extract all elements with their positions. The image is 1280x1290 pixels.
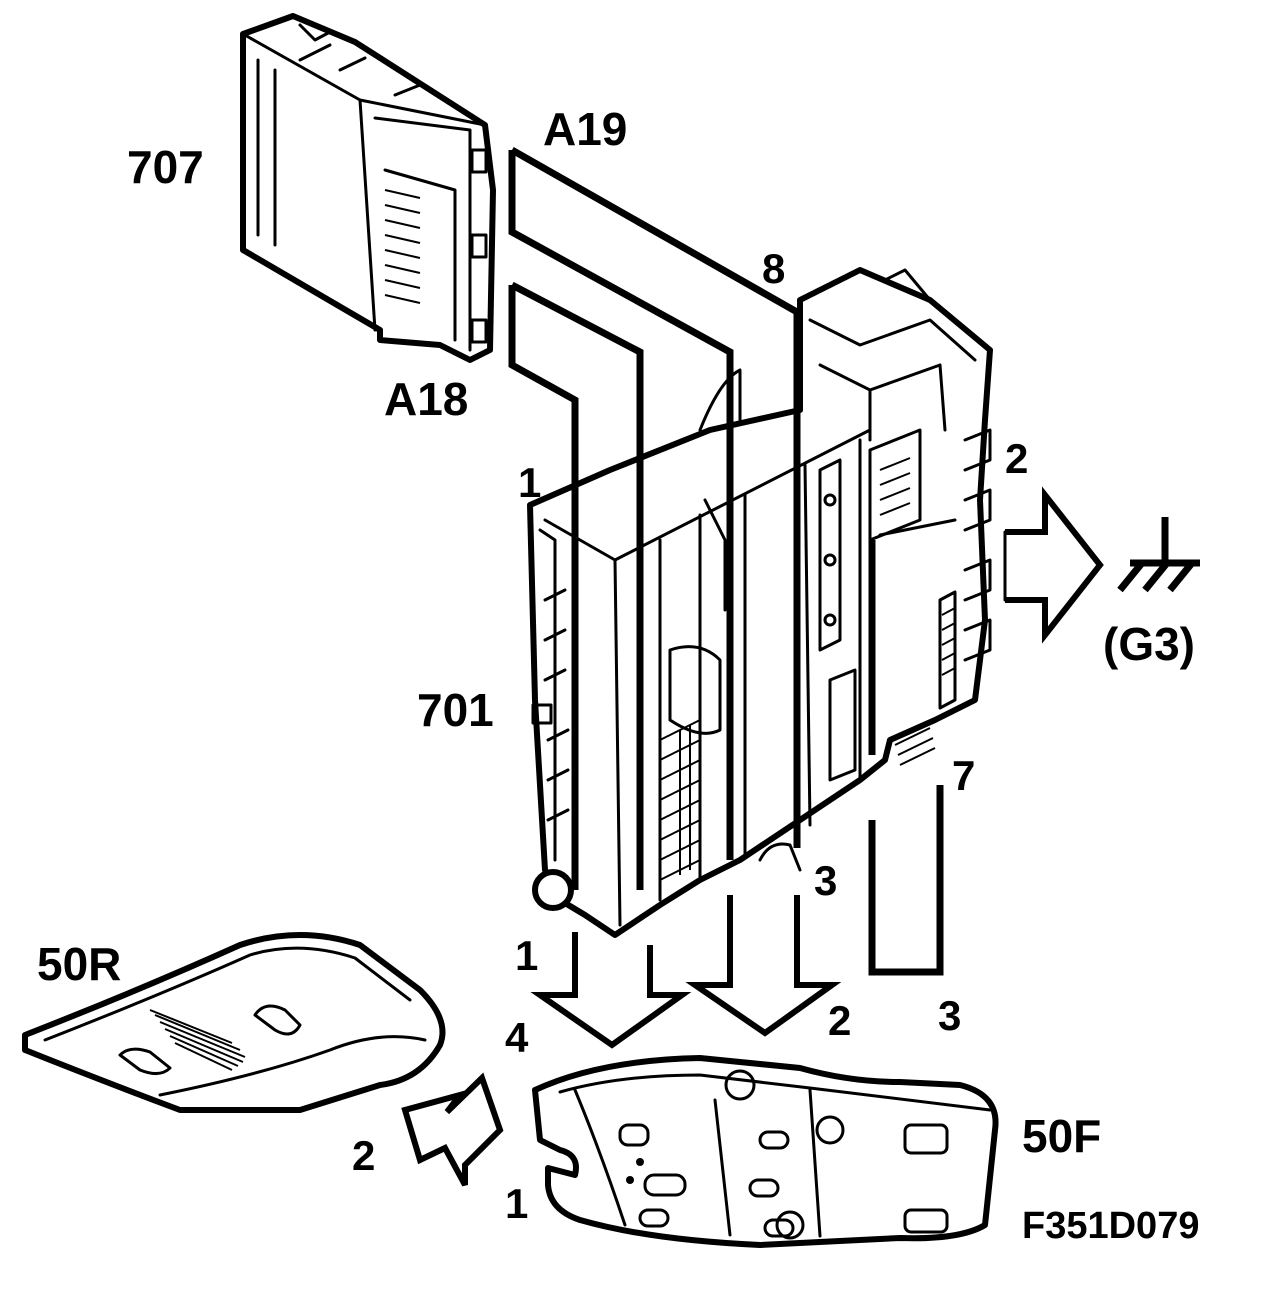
label-a18: A18 [384,373,468,425]
label-a19: A19 [543,103,627,155]
strip-a18-to-1 [508,285,579,890]
strip-a19-to-8 [508,150,734,860]
connection-strips [508,146,944,976]
rear-lamp-50r [22,932,446,1113]
label-50f: 50F [1022,1110,1101,1162]
label-g3: (G3) [1103,618,1195,670]
label-step-1-upper: 1 [518,459,541,506]
label-50r: 50R [37,938,121,990]
label-step-2-ground: 2 [1005,435,1028,482]
front-lamp-50f [532,1055,999,1248]
down-arrow-right [685,895,842,1037]
control-module-707 [240,13,496,363]
label-step-2-lamp: 2 [352,1132,375,1179]
strip-step7 [868,540,944,976]
label-step-7: 7 [952,752,975,799]
ground-arrow [1003,486,1104,644]
label-step-3-a: 3 [814,857,837,904]
ground-symbol-icon [1117,517,1200,593]
label-step-8: 8 [762,245,785,292]
down-arrow-left [530,932,692,1049]
label-step-2-arrow: 2 [828,997,851,1044]
insertion-arrow [401,1072,504,1187]
label-step-1-arrow: 1 [515,932,538,979]
label-step-1-lamp: 1 [505,1180,528,1227]
figure-code: F351D079 [1022,1205,1199,1247]
labels: 707 A19 A18 8 1 2 (G3) 701 7 3 1 2 3 4 5… [37,103,1199,1247]
fuse-box-701 [527,267,993,938]
label-step-4: 4 [505,1014,529,1061]
label-701: 701 [417,684,494,736]
strip-a19-outer [510,146,801,848]
label-707: 707 [127,141,204,193]
label-step-3-b: 3 [938,992,961,1039]
strip-a18-outer [510,281,644,890]
